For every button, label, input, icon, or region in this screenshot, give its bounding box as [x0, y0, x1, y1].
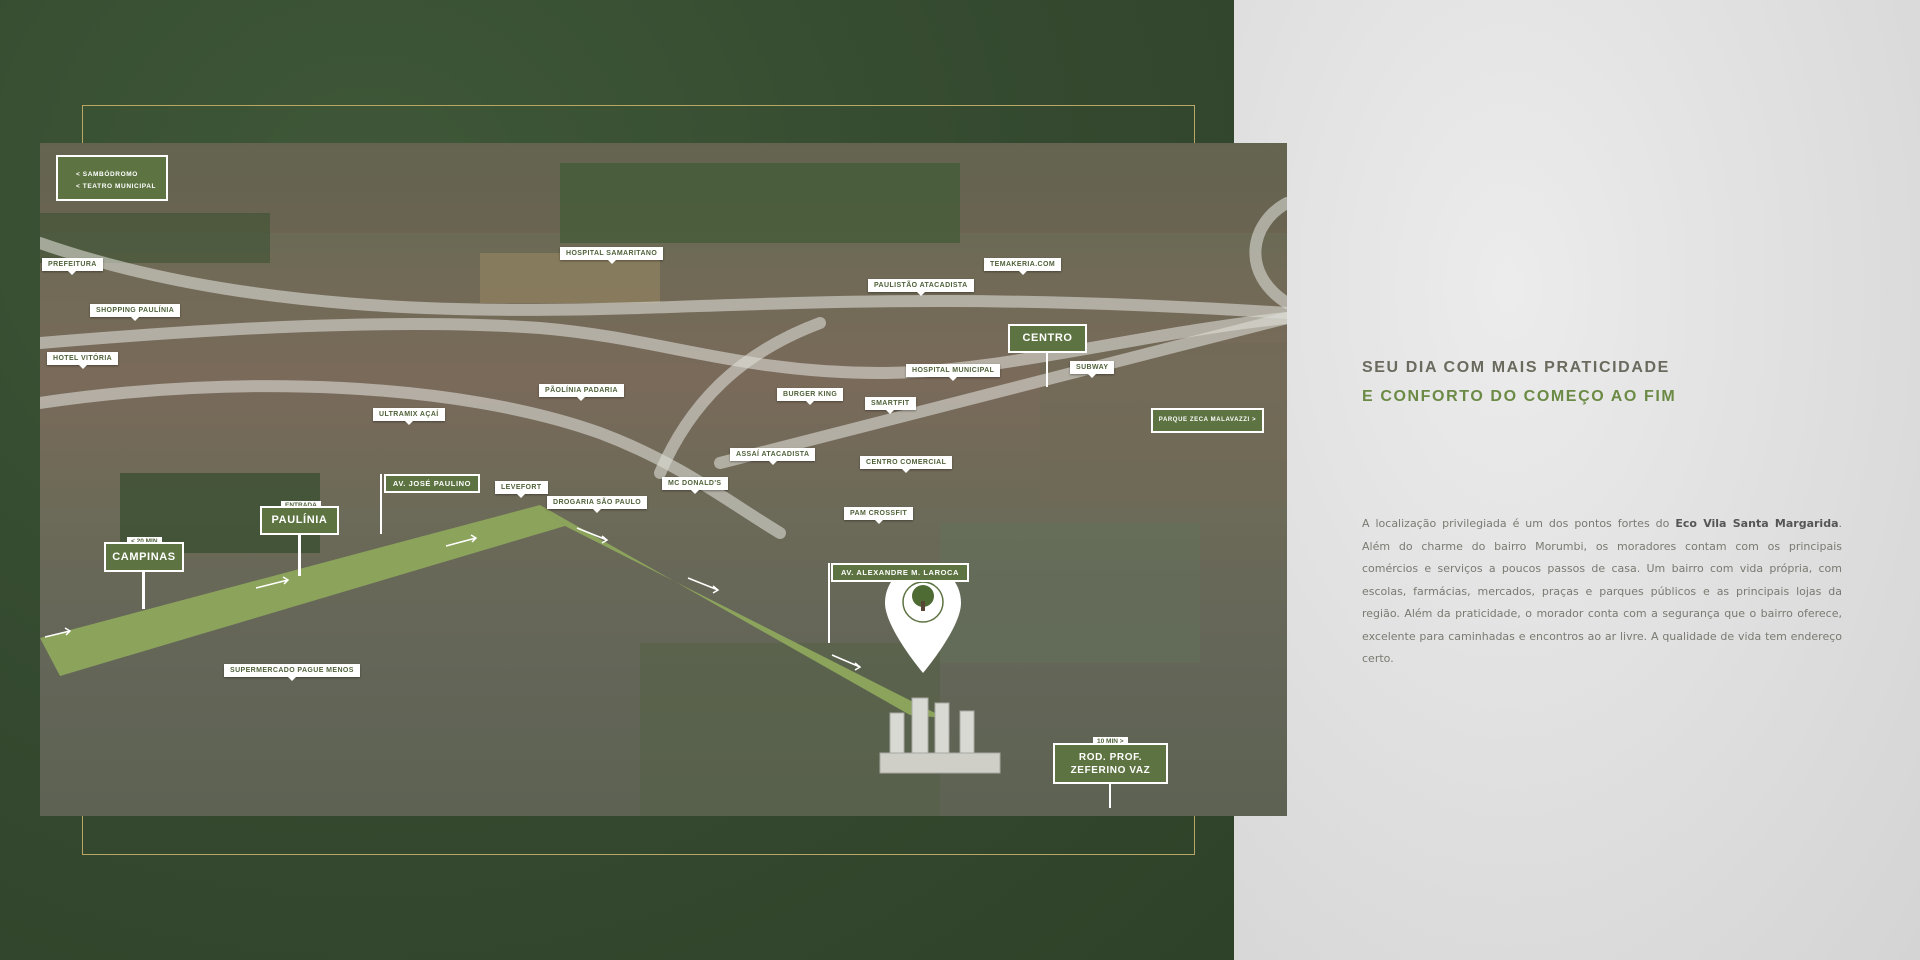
label-paulistao: PAULISTÃO ATACADISTA — [868, 279, 974, 296]
label-levefort: LEVEFORT — [495, 481, 548, 498]
label-drogaria: DROGARIA SÃO PAULO — [547, 496, 648, 513]
label-subway: SUBWAY — [1070, 361, 1115, 378]
paulinia-pole — [298, 535, 301, 576]
body-text-rest: . Além do charme do bairro Morumbi, os m… — [1362, 517, 1842, 665]
centro-box: CENTRO — [1008, 324, 1087, 353]
heading-line-2: E CONFORTO DO COMEÇO AO FIM — [1362, 388, 1677, 405]
label-shopping-paulinia: SHOPPING PAULÍNIA — [90, 304, 181, 321]
label-assai: ASSAÍ ATACADISTA — [730, 448, 816, 465]
teatro-label: < TEATRO MUNICIPAL — [76, 183, 157, 190]
label-burger-king: BURGER KING — [777, 388, 844, 405]
label-ultramix: ULTRAMIX AÇAÍ — [373, 408, 445, 425]
label-hotel-vitoria: HOTEL VITÓRIA — [47, 352, 119, 369]
label-hospital-samaritano: HOSPITAL SAMARITANO — [560, 247, 664, 264]
map-graphics — [40, 143, 1287, 816]
campinas-tag: < 20 MIN — [127, 537, 162, 546]
av-jose-pole — [380, 474, 382, 534]
label-smartfit: SMARTFIT — [865, 397, 916, 414]
label-prefeitura: PREFEITURA — [42, 258, 103, 275]
av-jose-paulino-box: AV. JOSÉ PAULINO — [384, 474, 480, 493]
parque-box: PARQUE ZECA MALAVAZZI > — [1151, 408, 1264, 433]
body-text-bold: Eco Vila Santa Margarida — [1675, 517, 1839, 530]
sambodromo-label: < SAMBÓDROMO — [76, 171, 138, 178]
label-centro-comercial: CENTRO COMERCIAL — [860, 456, 953, 473]
label-hospital-municipal: HOSPITAL MUNICIPAL — [906, 364, 1001, 381]
centro-pole — [1046, 353, 1048, 387]
label-pam-crossfit: PAM CROSSFIT — [844, 507, 914, 524]
av-alexandre-pole — [828, 563, 830, 643]
av-alexandre-box: AV. ALEXANDRE M. LAROCA — [831, 563, 969, 582]
paulinia-box: PAULÍNIA — [260, 506, 339, 535]
label-mcdonalds: MC DONALD'S — [662, 477, 728, 494]
rod-pole — [1109, 784, 1111, 808]
paulinia-tag: ENTRADA — [281, 501, 321, 510]
heading-line-1: SEU DIA COM MAIS PRATICIDADE — [1362, 359, 1670, 376]
label-temakeria: TEMAKERIA.COM — [984, 258, 1062, 275]
right-stone-panel — [1234, 0, 1920, 960]
aerial-map: < SAMBÓDROMO < TEATRO MUNICIPAL PREFEITU… — [40, 143, 1287, 816]
label-paolinia: PÃOLÍNIA PADARIA — [539, 384, 624, 401]
rod-line2: ZEFERINO VAZ — [1070, 765, 1151, 776]
label-supermercado: SUPERMERCADO PAGUE MENOS — [224, 664, 360, 681]
sambodromo-teatro-box: < SAMBÓDROMO < TEATRO MUNICIPAL — [56, 155, 168, 201]
location-pin-icon — [885, 565, 961, 673]
campinas-box: CAMPINAS — [104, 542, 184, 572]
body-paragraph: A localização privilegiada é um dos pont… — [1362, 513, 1842, 671]
rod-line1: ROD. PROF. — [1078, 752, 1143, 763]
building-render — [879, 697, 1001, 774]
rod-tag: 10 MIN > — [1093, 737, 1128, 746]
campinas-pole — [142, 572, 145, 609]
body-text-intro: A localização privilegiada é um dos pont… — [1362, 517, 1676, 530]
rod-box: ROD. PROF. ZEFERINO VAZ — [1053, 743, 1168, 784]
